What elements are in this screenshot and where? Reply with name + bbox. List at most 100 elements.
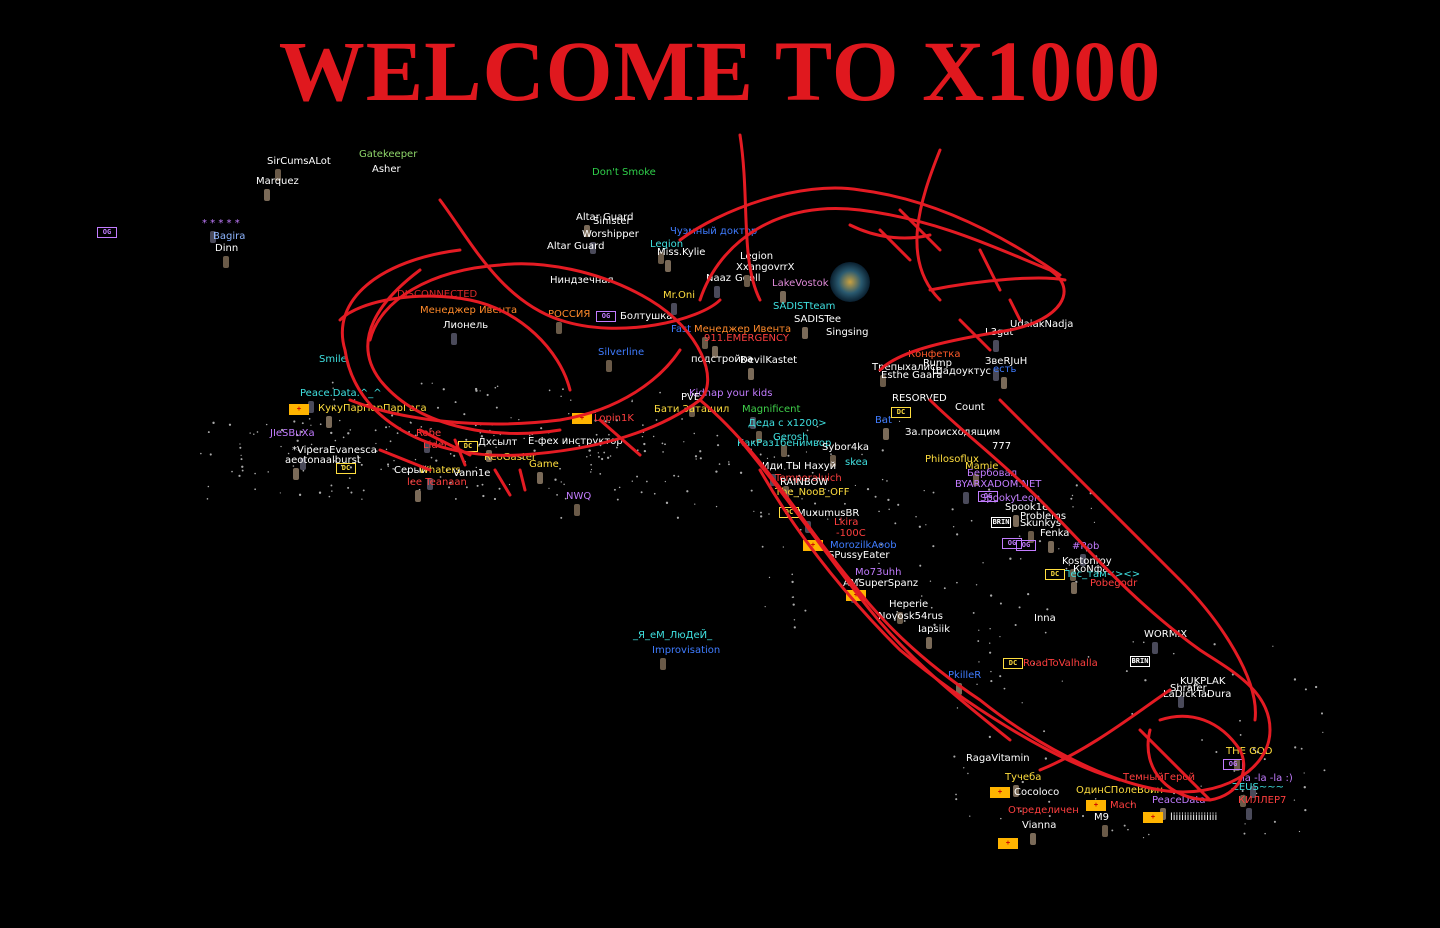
player-character[interactable]	[897, 612, 903, 624]
player-nickname[interactable]: Gatekeeper	[359, 149, 418, 160]
player-nickname[interactable]: Fenka	[1040, 528, 1070, 539]
player-character[interactable]	[1234, 759, 1240, 771]
player-nickname[interactable]: Lkira	[834, 517, 859, 528]
player-nickname[interactable]: Шадоуктус	[932, 366, 992, 377]
player-nickname[interactable]: Improvisation	[652, 645, 721, 656]
player-nickname[interactable]: есть	[993, 364, 1017, 375]
player-character[interactable]	[660, 658, 666, 670]
player-nickname[interactable]: SPussyEater	[828, 550, 890, 561]
player-nickname[interactable]: За.происходящим	[905, 427, 1001, 438]
portal-icon[interactable]	[830, 262, 870, 302]
player-nickname[interactable]: Vianna	[1022, 820, 1057, 831]
player-character[interactable]	[883, 428, 889, 440]
player-nickname[interactable]: Bat	[875, 415, 892, 426]
player-nickname[interactable]: Iapsiik	[918, 624, 950, 635]
player-character[interactable]	[1013, 785, 1019, 797]
player-character[interactable]	[702, 337, 708, 349]
player-nickname[interactable]: * * * * *	[202, 218, 240, 229]
player-nickname[interactable]: подстройка	[691, 354, 754, 365]
player-character[interactable]	[689, 405, 695, 417]
player-character[interactable]	[1080, 554, 1086, 566]
player-character[interactable]	[993, 340, 999, 352]
player-nickname[interactable]: JIeSBuXa	[270, 428, 315, 439]
player-nickname[interactable]: MuxumusBR	[797, 508, 860, 519]
player-character[interactable]	[210, 231, 216, 243]
player-nickname[interactable]: Legion	[650, 239, 684, 250]
player-nickname[interactable]: Altar Guard	[576, 212, 634, 223]
player-character[interactable]	[783, 486, 789, 498]
player-nickname[interactable]: РОССИЯ	[548, 309, 591, 320]
player-nickname[interactable]: Mach	[1110, 800, 1137, 811]
player-character[interactable]	[427, 478, 433, 490]
player-nickname[interactable]: XxangovrrX	[736, 262, 795, 273]
player-nickname[interactable]: Problems	[1020, 511, 1067, 522]
player-nickname[interactable]: Sinister	[593, 216, 631, 227]
player-character[interactable]	[714, 286, 720, 298]
player-nickname[interactable]: ZEUS~~~	[1232, 782, 1284, 793]
player-nickname[interactable]: _Я_еМ_ЛюДеЙ_	[633, 630, 713, 641]
player-character[interactable]	[748, 368, 754, 380]
player-character[interactable]	[556, 322, 562, 334]
player-character[interactable]	[658, 252, 664, 264]
player-character[interactable]	[1178, 696, 1184, 708]
player-nickname[interactable]: Peace.Data.^_^	[300, 388, 382, 399]
player-character[interactable]	[926, 637, 932, 649]
player-character[interactable]	[451, 333, 457, 345]
player-character[interactable]	[802, 327, 808, 339]
player-nickname[interactable]: Smile	[319, 354, 347, 365]
player-nickname[interactable]: MorozilkAoob	[830, 540, 897, 551]
player-character[interactable]	[880, 375, 886, 387]
player-nickname[interactable]: RESORVED	[892, 393, 947, 404]
player-nickname[interactable]: Kostonroy	[1062, 556, 1112, 567]
player-character[interactable]	[963, 492, 969, 504]
player-nickname[interactable]: skea	[845, 457, 868, 468]
player-nickname[interactable]: SADISTteam	[773, 301, 836, 312]
player-nickname[interactable]: SpookyLeon	[980, 493, 1041, 504]
player-nickname[interactable]: UdaiakNadja	[1010, 319, 1074, 330]
player-nickname[interactable]: lee Teanaan	[407, 477, 467, 488]
player-character[interactable]	[223, 256, 229, 268]
player-nickname[interactable]: Bagira	[213, 231, 246, 242]
player-nickname[interactable]: Esthe Gaara	[881, 370, 943, 381]
player-nickname[interactable]: SirCumsALot	[267, 156, 331, 167]
player-nickname[interactable]: Gerosh	[773, 432, 809, 443]
player-nickname[interactable]: Novosk54rus	[878, 611, 944, 622]
player-character[interactable]	[1030, 833, 1036, 845]
player-nickname[interactable]: KUKPLAK	[1180, 676, 1226, 687]
player-character[interactable]	[1070, 569, 1076, 581]
player-nickname[interactable]: Дхсылт	[478, 437, 518, 448]
player-character[interactable]	[756, 431, 762, 443]
player-character[interactable]	[584, 225, 590, 237]
player-character[interactable]	[993, 369, 999, 381]
player-nickname[interactable]: ОдинСПолеВоин	[1076, 785, 1164, 796]
player-character[interactable]	[1028, 531, 1034, 543]
player-nickname[interactable]: Inna	[1034, 613, 1056, 624]
player-nickname[interactable]: Деда с x1200>	[748, 418, 827, 429]
player-nickname[interactable]: КоNфа	[1073, 564, 1109, 575]
player-nickname[interactable]: Heperie	[889, 599, 929, 610]
player-character[interactable]	[1160, 808, 1166, 820]
player-character[interactable]	[1152, 642, 1158, 654]
player-nickname[interactable]: aeotonaalburst	[285, 455, 361, 466]
player-nickname[interactable]: Отределичен	[1008, 805, 1079, 816]
player-character[interactable]	[293, 468, 299, 480]
player-nickname[interactable]: Miss.Kylie	[657, 247, 706, 258]
player-nickname[interactable]: AMSuperSpanz	[843, 578, 919, 589]
player-nickname[interactable]: Менеджер Ивента	[420, 305, 518, 316]
player-character[interactable]	[1102, 825, 1108, 837]
player-nickname[interactable]: Silverline	[598, 347, 645, 358]
player-character[interactable]	[671, 303, 677, 315]
player-nickname[interactable]: Бати Затащил	[654, 404, 730, 415]
player-character[interactable]	[781, 445, 787, 457]
player-nickname[interactable]: Sybor4ka	[822, 442, 869, 453]
player-nickname[interactable]: THE GOD	[1226, 746, 1273, 757]
player-nickname[interactable]: Whaters	[419, 465, 461, 476]
player-character[interactable]	[275, 169, 281, 181]
player-nickname[interactable]: DevilKastet	[740, 355, 798, 366]
player-nickname[interactable]: PkilleR	[948, 670, 982, 681]
player-character[interactable]	[1240, 795, 1246, 807]
player-nickname[interactable]: LakeVostok	[772, 278, 829, 289]
player-nickname[interactable]: КИЛЛЕР7	[1238, 795, 1287, 806]
player-character[interactable]	[665, 260, 671, 272]
player-character[interactable]	[415, 490, 421, 502]
